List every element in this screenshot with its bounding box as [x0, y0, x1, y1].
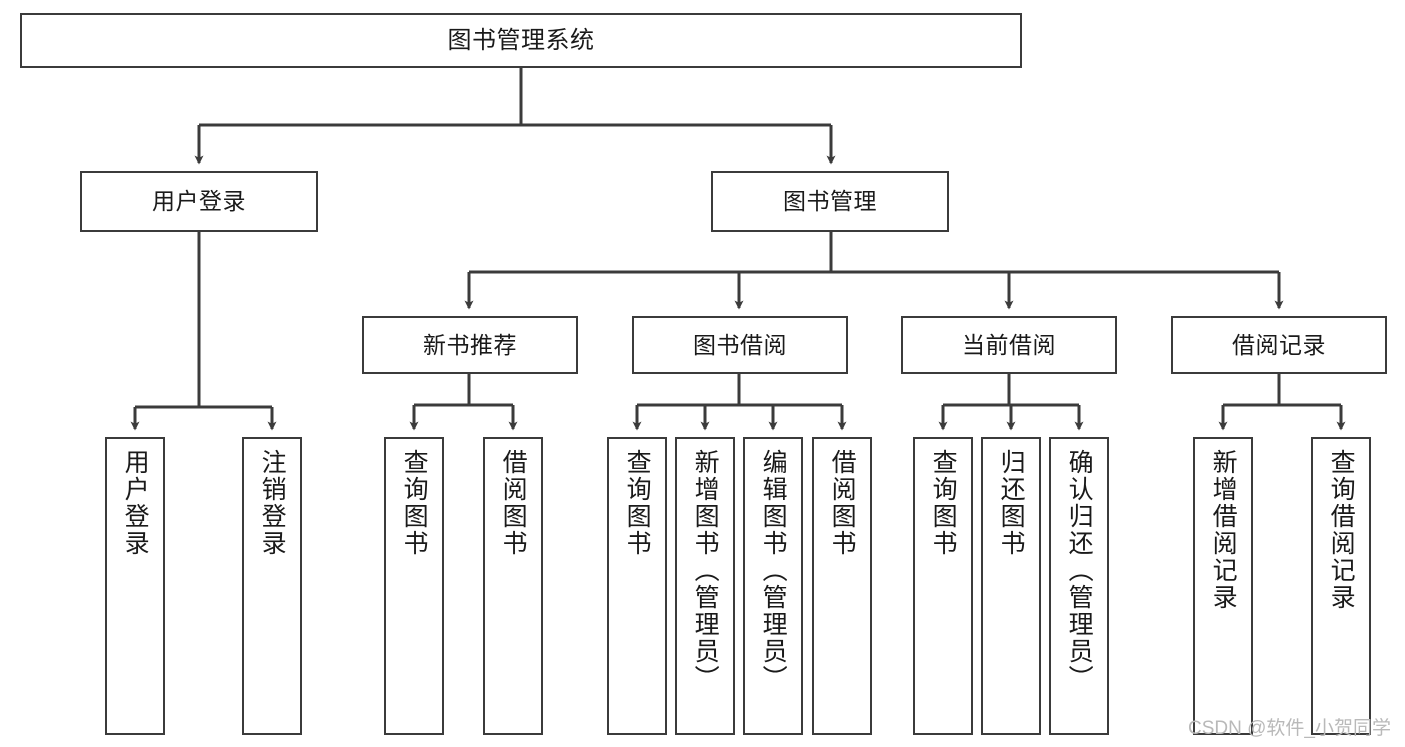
node-label: 确认归还（管理员）: [1065, 449, 1094, 692]
watermark: CSDN @软件_小贺同学: [1188, 718, 1391, 739]
node-user-login[interactable]: 用户登录: [80, 171, 318, 232]
node-label: 图书管理: [783, 188, 877, 215]
node-book-borrow[interactable]: 图书借阅: [632, 316, 848, 374]
leaf-edit-book[interactable]: 编辑图书（管理员）: [743, 437, 803, 735]
node-label: 查询图书: [929, 449, 958, 557]
node-label: 新增图书（管理员）: [691, 449, 720, 692]
node-label: 借阅记录: [1232, 331, 1326, 358]
leaf-user-login[interactable]: 用户登录: [105, 437, 165, 735]
node-new-book-recommend[interactable]: 新书推荐: [362, 316, 578, 374]
node-label: 用户登录: [152, 188, 246, 215]
node-label: 新增借阅记录: [1209, 449, 1238, 611]
node-label: 图书管理系统: [447, 26, 595, 54]
node-label: 图书借阅: [693, 331, 787, 358]
leaf-add-book[interactable]: 新增图书（管理员）: [675, 437, 735, 735]
leaf-return-book[interactable]: 归还图书: [981, 437, 1041, 735]
node-label: 注销登录: [258, 449, 287, 557]
node-label: 借阅图书: [828, 449, 857, 557]
node-label: 借阅图书: [499, 449, 528, 557]
leaf-borrow-book-recommend[interactable]: 借阅图书: [483, 437, 543, 735]
node-label: 当前借阅: [962, 331, 1056, 358]
node-label: 新书推荐: [423, 331, 517, 358]
leaf-query-borrow-record[interactable]: 查询借阅记录: [1311, 437, 1371, 735]
leaf-query-book-recommend[interactable]: 查询图书: [384, 437, 444, 735]
node-root-system[interactable]: 图书管理系统: [20, 13, 1022, 68]
leaf-borrow-book[interactable]: 借阅图书: [812, 437, 872, 735]
node-label: 查询图书: [400, 449, 429, 557]
node-borrow-record[interactable]: 借阅记录: [1171, 316, 1387, 374]
leaf-query-book-borrow[interactable]: 查询图书: [607, 437, 667, 735]
node-label: 编辑图书（管理员）: [759, 449, 788, 692]
node-label: 查询借阅记录: [1327, 449, 1356, 611]
leaf-confirm-return[interactable]: 确认归还（管理员）: [1049, 437, 1109, 735]
node-label: 查询图书: [623, 449, 652, 557]
node-current-borrow[interactable]: 当前借阅: [901, 316, 1117, 374]
leaf-add-borrow-record[interactable]: 新增借阅记录: [1193, 437, 1253, 735]
leaf-query-book-current[interactable]: 查询图书: [913, 437, 973, 735]
node-label: 用户登录: [121, 449, 150, 557]
node-book-management[interactable]: 图书管理: [711, 171, 949, 232]
leaf-logout[interactable]: 注销登录: [242, 437, 302, 735]
node-label: 归还图书: [997, 449, 1026, 557]
